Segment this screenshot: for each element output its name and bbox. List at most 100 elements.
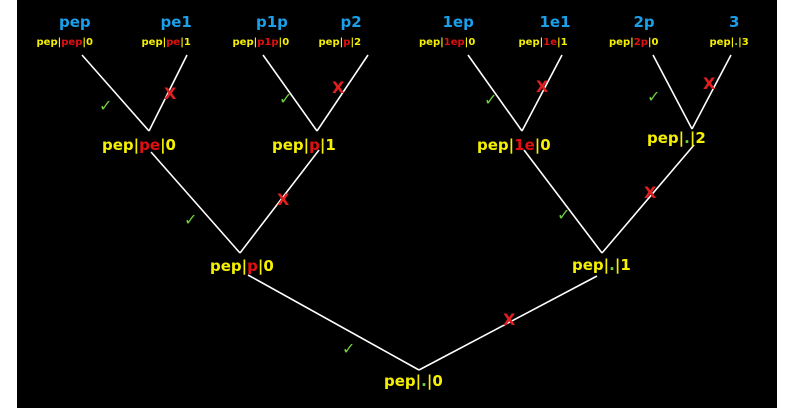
node-label: pep|1e|1 bbox=[519, 37, 568, 48]
leaf-title: 3 bbox=[729, 13, 740, 31]
pattern-text: pep bbox=[36, 37, 58, 48]
node-label: pep|p1p|0 bbox=[233, 37, 290, 48]
tree-edges bbox=[81, 54, 732, 371]
leaf-title: pe1 bbox=[160, 13, 192, 31]
check-icon: ✓ bbox=[557, 205, 571, 224]
node-label: pep|.|0 bbox=[384, 372, 443, 390]
cross-icon: X bbox=[164, 84, 177, 103]
node-label: pep|1ep|0 bbox=[419, 37, 475, 48]
node-label: pep|pep|0 bbox=[37, 37, 94, 48]
pattern-text: pep bbox=[384, 372, 416, 390]
score-text: 0 bbox=[86, 37, 93, 48]
tree-edge bbox=[418, 275, 598, 371]
node-label: pep|p|1 bbox=[272, 136, 336, 154]
separator: | bbox=[557, 37, 561, 48]
score-text: 3 bbox=[741, 37, 749, 48]
score-text: 0 bbox=[263, 257, 274, 275]
pattern-text: pep bbox=[709, 37, 731, 48]
separator: | bbox=[534, 136, 541, 154]
node-label: pep|pe|1 bbox=[142, 37, 191, 48]
pattern-text: pep bbox=[609, 37, 631, 48]
pattern-text: pep bbox=[318, 37, 340, 48]
middle-text: 1ep bbox=[443, 37, 465, 48]
middle-text: p bbox=[247, 257, 258, 275]
separator: | bbox=[738, 37, 742, 48]
node-label: pep|2p|0 bbox=[609, 37, 659, 48]
middle-text: pe bbox=[139, 136, 161, 154]
pattern-text: pep bbox=[647, 129, 679, 147]
separator: | bbox=[539, 37, 544, 48]
score-text: 0 bbox=[165, 136, 176, 154]
tree-edge bbox=[150, 151, 241, 254]
check-icon: ✓ bbox=[484, 90, 498, 109]
cross-icon: X bbox=[644, 183, 657, 202]
separator: | bbox=[647, 37, 652, 48]
middle-text: . bbox=[734, 37, 739, 48]
separator: | bbox=[678, 129, 685, 147]
separator: | bbox=[257, 257, 264, 275]
separator: | bbox=[415, 372, 422, 390]
check-icon: ✓ bbox=[647, 87, 661, 106]
separator: | bbox=[630, 37, 634, 48]
cross-icon: X bbox=[277, 190, 290, 209]
cross-icon: X bbox=[703, 74, 716, 93]
check-icon: ✓ bbox=[279, 89, 293, 108]
separator: | bbox=[508, 136, 515, 154]
node-label: pep|1e|0 bbox=[477, 136, 551, 154]
tree-edge bbox=[601, 144, 695, 254]
tree-edge bbox=[652, 54, 693, 130]
pattern-text: pep bbox=[141, 37, 163, 48]
middle-text: 2p bbox=[633, 37, 648, 48]
separator: | bbox=[319, 136, 326, 154]
separator: | bbox=[57, 37, 62, 48]
leaf-title: 2p bbox=[633, 13, 655, 31]
separator: | bbox=[133, 136, 140, 154]
score-text: 0 bbox=[432, 372, 443, 390]
separator: | bbox=[603, 256, 610, 274]
tree-edge bbox=[691, 54, 732, 130]
score-text: 0 bbox=[468, 37, 476, 48]
pattern-text: pep bbox=[572, 256, 604, 274]
node-label: pep|p|2 bbox=[319, 37, 362, 48]
pattern-text: pep bbox=[232, 37, 254, 48]
tree-edge bbox=[262, 54, 318, 132]
cross-icon: X bbox=[332, 78, 345, 97]
node-label: pep|.|1 bbox=[572, 256, 631, 274]
separator: | bbox=[303, 136, 310, 154]
leaf-title: 1e1 bbox=[539, 13, 571, 31]
separator: | bbox=[689, 129, 696, 147]
score-text: 1 bbox=[183, 37, 191, 48]
middle-text: . bbox=[609, 256, 615, 274]
leaf-title: p2 bbox=[340, 13, 362, 31]
middle-text: pe bbox=[166, 37, 181, 48]
pattern-text: pep bbox=[210, 257, 242, 275]
middle-text: pep bbox=[61, 37, 83, 48]
score-text: 1 bbox=[560, 37, 568, 48]
pattern-text: pep bbox=[272, 136, 304, 154]
middle-text: p1p bbox=[257, 37, 279, 48]
check-icon: ✓ bbox=[184, 210, 198, 229]
node-label: pep|p|0 bbox=[210, 257, 274, 275]
pattern-text: pep bbox=[419, 37, 441, 48]
tree-edge bbox=[521, 54, 563, 132]
leaf-title: p1p bbox=[256, 13, 288, 31]
tree-edge bbox=[523, 149, 603, 254]
pattern-text: pep bbox=[518, 37, 540, 48]
separator: | bbox=[339, 37, 344, 48]
middle-text: p bbox=[343, 37, 351, 48]
middle-text: 1e bbox=[543, 37, 558, 48]
tree-edge bbox=[81, 54, 150, 132]
score-text: 0 bbox=[282, 37, 290, 48]
tree-edge bbox=[239, 149, 320, 254]
score-text: 2 bbox=[354, 37, 362, 48]
separator: | bbox=[440, 37, 444, 48]
cross-icon: X bbox=[536, 77, 549, 96]
score-text: 1 bbox=[620, 256, 631, 274]
score-text: 2 bbox=[695, 129, 706, 147]
pattern-text: pep bbox=[477, 136, 509, 154]
separator: | bbox=[253, 37, 258, 48]
tree-edge bbox=[247, 274, 420, 371]
middle-text: p bbox=[309, 136, 320, 154]
separator: | bbox=[464, 37, 469, 48]
